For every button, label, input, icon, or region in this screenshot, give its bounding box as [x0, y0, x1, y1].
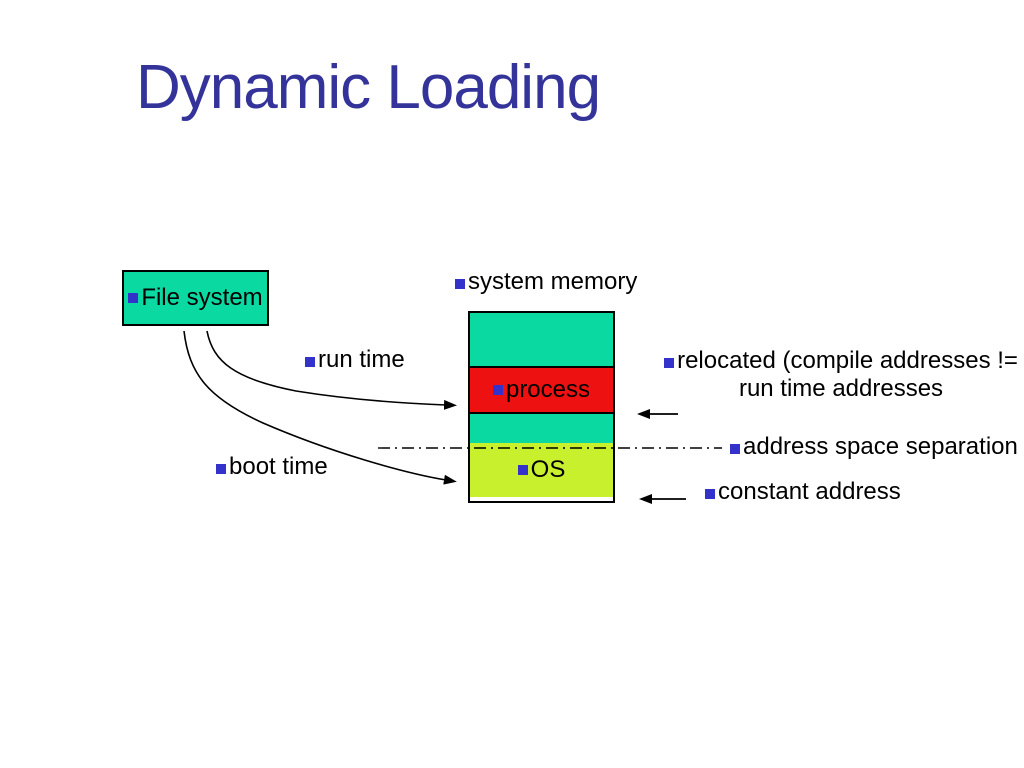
file-system-label: File system	[141, 284, 263, 311]
memory-segment-free-top	[470, 313, 613, 368]
file-system-box: File system	[122, 270, 269, 326]
bullet-icon	[216, 464, 226, 474]
process-label: process	[505, 376, 591, 403]
os-label: OS	[530, 456, 566, 483]
system-memory-label: system memory	[455, 268, 637, 296]
constant-address-label: constant address	[705, 478, 901, 506]
bullet-icon	[705, 489, 715, 499]
boot-time-label: boot time	[216, 453, 328, 481]
bullet-icon	[664, 358, 675, 368]
memory-box: process OS	[468, 311, 615, 503]
memory-segment-process: process	[470, 368, 613, 414]
relocated-label: relocated (compile addresses != run time…	[658, 347, 1024, 403]
memory-segment-free-mid	[470, 414, 613, 443]
bullet-icon	[517, 465, 528, 475]
run-time-label: run time	[305, 346, 405, 374]
bullet-icon	[128, 293, 139, 303]
bullet-icon	[492, 385, 503, 395]
bullet-icon	[305, 357, 315, 367]
bullet-icon	[730, 444, 740, 454]
memory-segment-os: OS	[470, 443, 613, 497]
slide-title: Dynamic Loading	[136, 53, 601, 122]
address-space-separation-label: address space separation	[730, 433, 1018, 461]
bullet-icon	[455, 279, 465, 289]
